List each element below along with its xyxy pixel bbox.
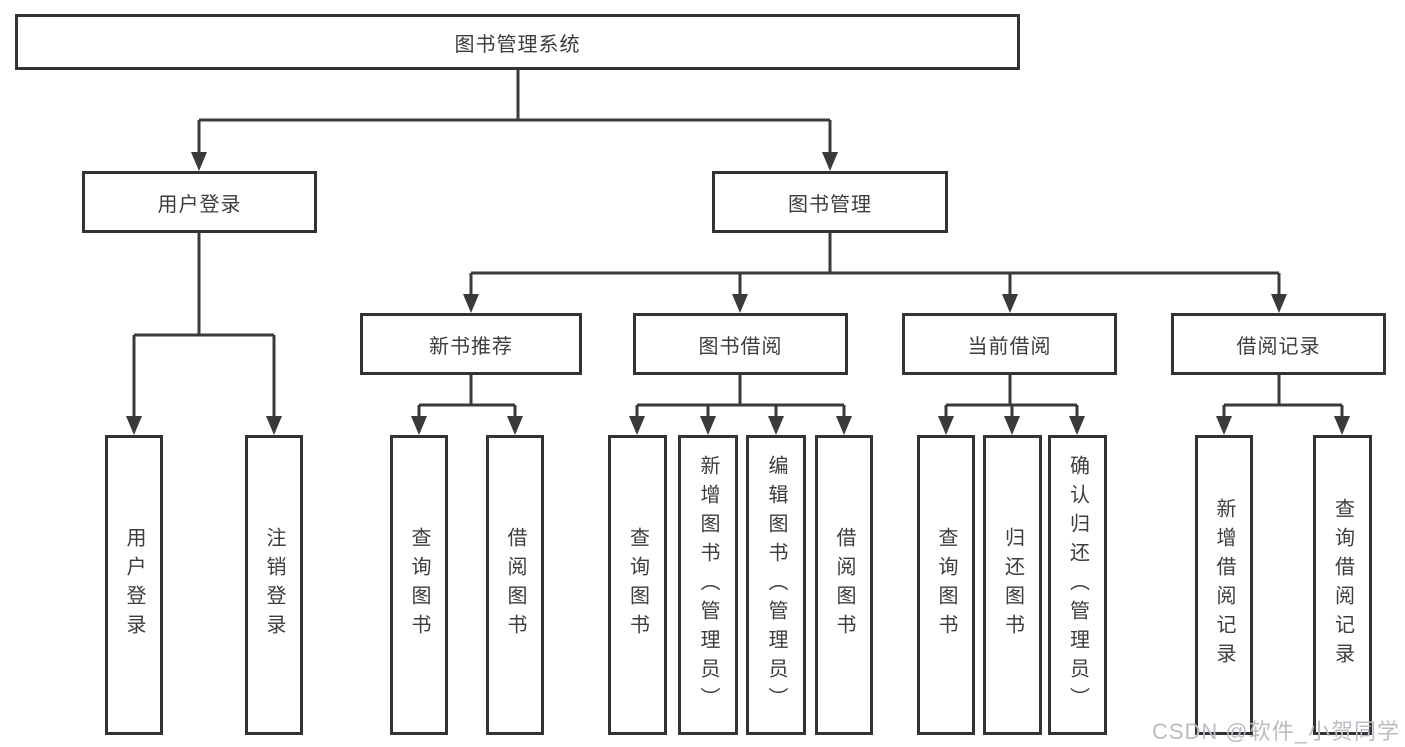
leaf-return-books: 归还图书 <box>983 435 1042 735</box>
leaf-current-query-books-label: 查询图书 <box>935 527 957 643</box>
arrowhead-icon <box>732 294 748 313</box>
node-user-login: 用户登录 <box>82 171 317 233</box>
leaf-edit-books-admin-label: 编辑图书（管理员） <box>765 454 787 716</box>
node-current-borrow: 当前借阅 <box>902 313 1117 375</box>
leaf-user-login-label: 用户登录 <box>123 527 145 643</box>
arrowhead-icon <box>938 416 954 435</box>
arrowhead-icon <box>1004 416 1020 435</box>
leaf-recommend-borrow-books: 借阅图书 <box>486 435 544 735</box>
arrowhead-icon <box>822 152 838 171</box>
arrowhead-icon <box>1216 416 1232 435</box>
leaf-return-books-label: 归还图书 <box>1001 527 1024 643</box>
leaf-recommend-query-books: 查询图书 <box>390 435 448 735</box>
leaf-borrow-query-books-label: 查询图书 <box>626 527 649 643</box>
arrowhead-icon <box>629 416 645 435</box>
leaf-user-login: 用户登录 <box>105 435 163 735</box>
arrowhead-icon <box>836 416 852 435</box>
leaf-logout: 注销登录 <box>245 435 303 735</box>
leaf-edit-books-admin: 编辑图书（管理员） <box>746 435 806 735</box>
leaf-recommend-query-books-label: 查询图书 <box>408 527 430 643</box>
arrowhead-icon <box>1069 416 1085 435</box>
csdn-watermark: CSDN @软件_小贺同学 <box>1151 719 1400 744</box>
arrowhead-icon <box>266 416 282 435</box>
node-root-system: 图书管理系统 <box>15 14 1020 70</box>
leaf-confirm-return-admin-label: 确认归还（管理员） <box>1066 454 1089 716</box>
arrowhead-icon <box>1271 294 1287 313</box>
arrowhead-icon <box>1334 416 1350 435</box>
leaf-borrow-query-books: 查询图书 <box>608 435 667 735</box>
leaf-confirm-return-admin: 确认归还（管理员） <box>1048 435 1107 735</box>
node-borrow-records-label: 借阅记录 <box>1236 335 1321 358</box>
leaf-add-borrow-record: 新增借阅记录 <box>1195 435 1253 735</box>
node-borrow-records: 借阅记录 <box>1171 313 1386 375</box>
leaf-query-borrow-record: 查询借阅记录 <box>1313 435 1372 735</box>
node-book-borrow: 图书借阅 <box>633 313 848 375</box>
leaf-recommend-borrow-books-label: 借阅图书 <box>504 527 526 643</box>
node-root-label: 图书管理系统 <box>454 33 581 56</box>
node-book-management: 图书管理 <box>712 171 948 233</box>
node-current-borrow-label: 当前借阅 <box>967 335 1052 358</box>
arrowhead-icon <box>411 416 427 435</box>
arrowhead-icon <box>463 294 479 313</box>
node-book-borrow-label: 图书借阅 <box>698 335 783 358</box>
leaf-query-borrow-record-label: 查询借阅记录 <box>1331 498 1354 672</box>
leaf-borrow-books: 借阅图书 <box>815 435 873 735</box>
arrowhead-icon <box>507 416 523 435</box>
node-book-management-label: 图书管理 <box>788 193 872 216</box>
leaf-borrow-books-label: 借阅图书 <box>833 527 855 643</box>
arrowhead-icon <box>700 416 716 435</box>
node-new-book-recommend-label: 新书推荐 <box>429 335 513 358</box>
leaf-logout-label: 注销登录 <box>263 527 285 643</box>
arrowhead-icon <box>126 416 142 435</box>
arrowhead-icon <box>1002 294 1018 313</box>
node-new-book-recommend: 新书推荐 <box>360 313 582 375</box>
leaf-add-books-admin: 新增图书（管理员） <box>678 435 738 735</box>
leaf-add-borrow-record-label: 新增借阅记录 <box>1213 498 1235 672</box>
leaf-add-books-admin-label: 新增图书（管理员） <box>697 454 719 716</box>
node-user-login-label: 用户登录 <box>157 193 242 216</box>
arrowhead-icon <box>191 152 207 171</box>
arrowhead-icon <box>768 416 784 435</box>
leaf-current-query-books: 查询图书 <box>917 435 975 735</box>
